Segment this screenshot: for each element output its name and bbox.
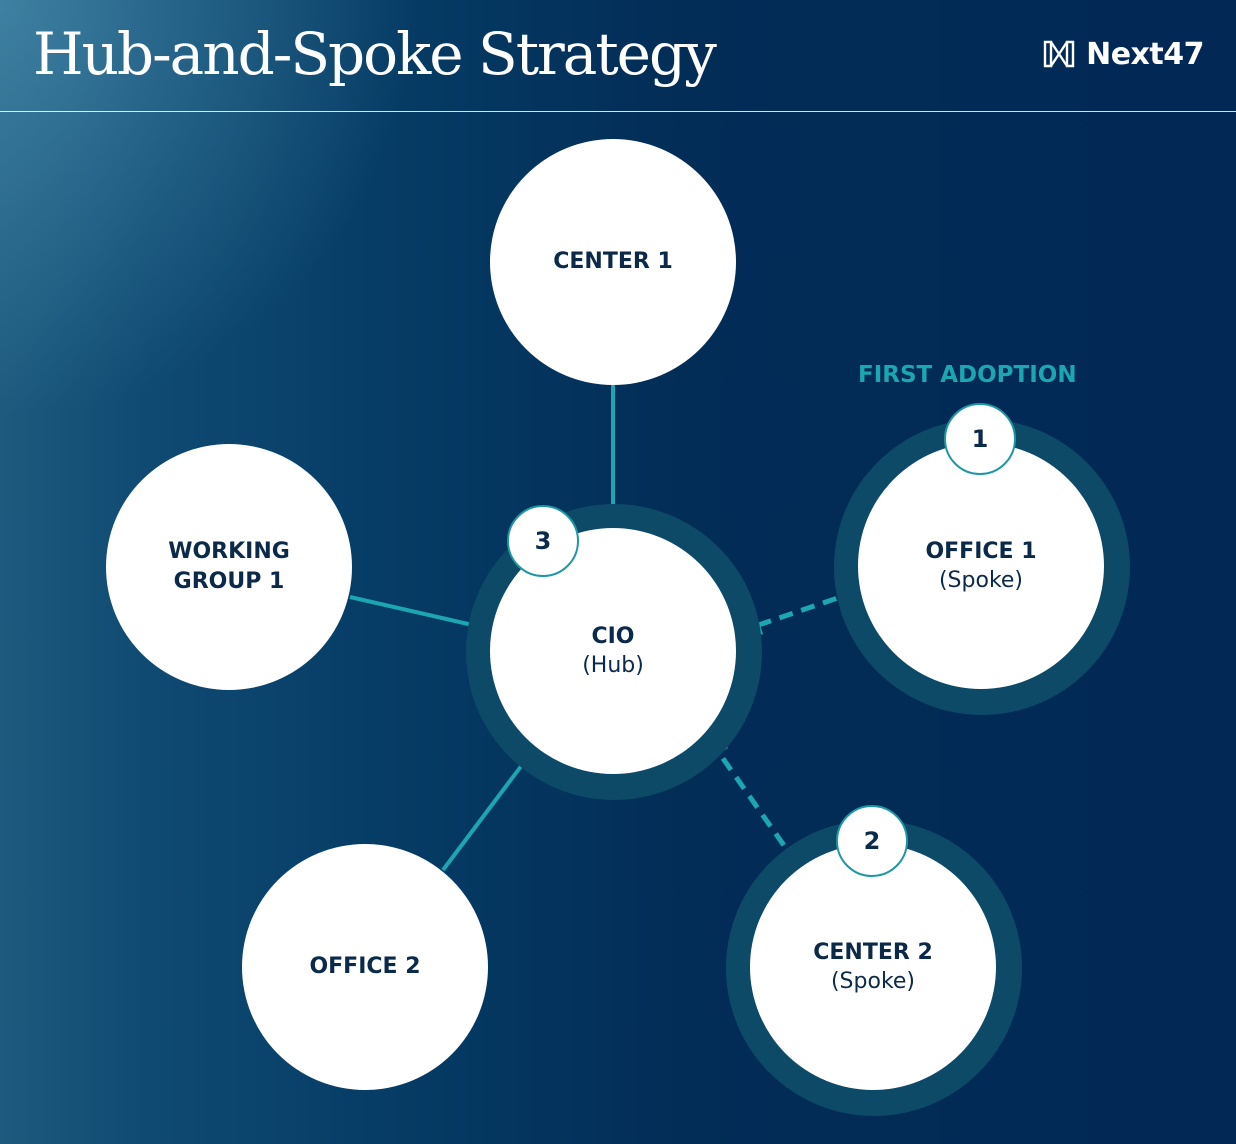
node-center1: CENTER 1 [490,139,736,385]
node-label: OFFICE 1 [925,539,1037,564]
badge-step-2: 2 [836,805,908,877]
node-label: OFFICE 2 [309,954,421,979]
brand-name: Next47 [1086,36,1204,72]
header: Hub-and-Spoke Strategy Next47 [0,0,1236,112]
link-working-group1-cio [349,595,491,631]
node-sublabel: (Spoke) [938,568,1024,593]
link-office1-cio-arrow [740,588,859,635]
link-center2-cio-arrow [707,736,800,866]
node-label: CENTER 1 [553,249,673,274]
first-adoption-label: FIRST ADOPTION [858,362,1077,388]
badge-step-3: 3 [507,505,579,577]
node-center2-spoke: CENTER 2 (Spoke) [750,844,996,1090]
node-sublabel: (Spoke) [830,969,916,994]
brand: Next47 [1042,34,1204,74]
badge-step-1: 1 [944,403,1016,475]
node-label: CIO [591,624,635,649]
node-office1-spoke: OFFICE 1 (Spoke) [858,443,1104,689]
link-office2-cio [441,747,536,872]
node-sublabel: (Hub) [582,653,644,678]
page-title: Hub-and-Spoke Strategy [33,20,717,88]
node-label: CENTER 2 [813,940,933,965]
node-working-group1: WORKING GROUP 1 [106,444,352,690]
next47-logo-icon [1043,40,1075,68]
node-office2: OFFICE 2 [242,844,488,1090]
node-label: WORKING GROUP 1 [168,539,290,594]
